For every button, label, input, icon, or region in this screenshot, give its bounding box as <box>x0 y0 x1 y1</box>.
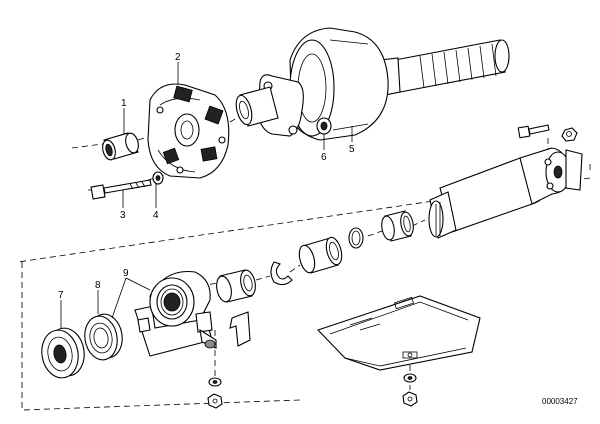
part-3-bolt <box>90 179 152 200</box>
bearing-sleeve-middle <box>298 236 343 274</box>
document-number: 00003427 <box>542 397 578 406</box>
leader-lines <box>60 62 353 328</box>
bottom-washers-and-nuts <box>207 373 418 409</box>
bracket-clip <box>229 311 251 347</box>
part-9-centre-bearing <box>134 270 217 357</box>
callout-8: 8 <box>95 280 101 291</box>
callout-7: 7 <box>58 290 64 301</box>
rear-propshaft-section <box>428 147 583 239</box>
part-8-ball-bearing <box>84 313 123 361</box>
callouts: 1 2 3 4 5 6 7 8 9 <box>58 52 355 301</box>
part-4-nut <box>152 171 164 185</box>
part-1-sleeve <box>102 132 139 161</box>
bearing-sleeve-upper <box>381 210 414 242</box>
heat-shield-plate <box>316 295 481 371</box>
callout-3: 3 <box>120 210 126 221</box>
circlip-lower <box>270 261 293 286</box>
callout-9: 9 <box>123 268 129 279</box>
bearing-sleeve-lower <box>216 269 256 303</box>
callout-1: 1 <box>121 98 127 109</box>
callout-5: 5 <box>349 144 355 155</box>
part-6-centering-bush <box>316 117 332 135</box>
part-7-seal-ring <box>41 327 85 379</box>
callout-4: 4 <box>153 210 159 221</box>
flange-bolt-and-nut <box>517 124 578 142</box>
circlip-upper <box>348 227 364 249</box>
callout-2: 2 <box>175 52 181 63</box>
part-5-propshaft-front <box>235 27 510 141</box>
callout-6: 6 <box>321 152 327 163</box>
part-2-flexible-disc <box>147 83 230 179</box>
